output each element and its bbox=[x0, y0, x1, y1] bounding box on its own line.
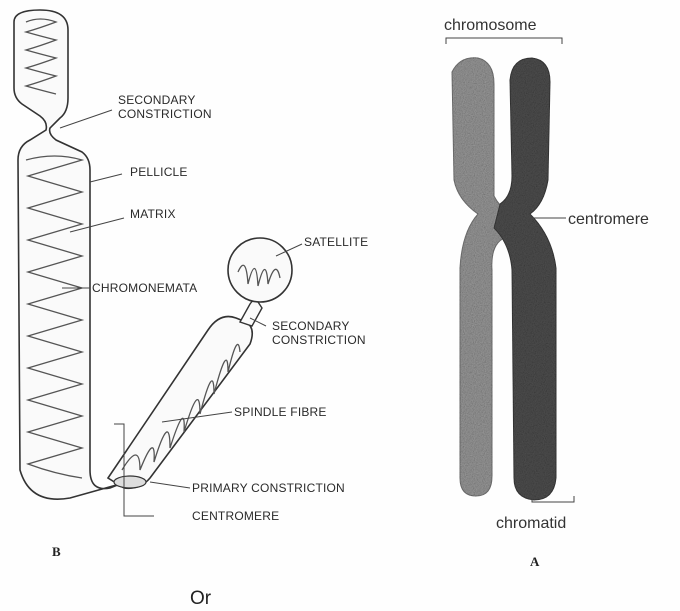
long-arm-outline bbox=[14, 10, 120, 499]
chromosome-bracket bbox=[446, 38, 562, 44]
short-arm-outline bbox=[108, 317, 252, 489]
centromere-knob bbox=[114, 476, 146, 488]
label-satellite: SATELLITE bbox=[304, 235, 368, 249]
figure-label-a: A bbox=[530, 554, 540, 569]
chromatid-dark bbox=[494, 58, 556, 500]
chromatid-light bbox=[452, 58, 512, 496]
chromosome-photo-a: chromosome centromere chromatid A bbox=[444, 17, 649, 569]
label-centromere-b: CENTROMERE bbox=[192, 509, 279, 523]
label-pellicle: PELLICLE bbox=[130, 165, 188, 179]
label-chromosome: chromosome bbox=[444, 17, 537, 34]
satellite-circle bbox=[228, 238, 292, 302]
label-primary-constriction: PRIMARY CONSTRICTION bbox=[192, 481, 345, 495]
label-matrix: MATRIX bbox=[130, 207, 176, 221]
figure-label-b: B bbox=[52, 544, 61, 559]
label-centromere-a: centromere bbox=[568, 211, 649, 228]
or-separator: Or bbox=[190, 588, 212, 609]
label-chromatid: chromatid bbox=[496, 515, 566, 532]
label-chromonemata: CHROMONEMATA bbox=[92, 281, 197, 295]
label-spindle-fibre: SPINDLE FIBRE bbox=[234, 405, 327, 419]
